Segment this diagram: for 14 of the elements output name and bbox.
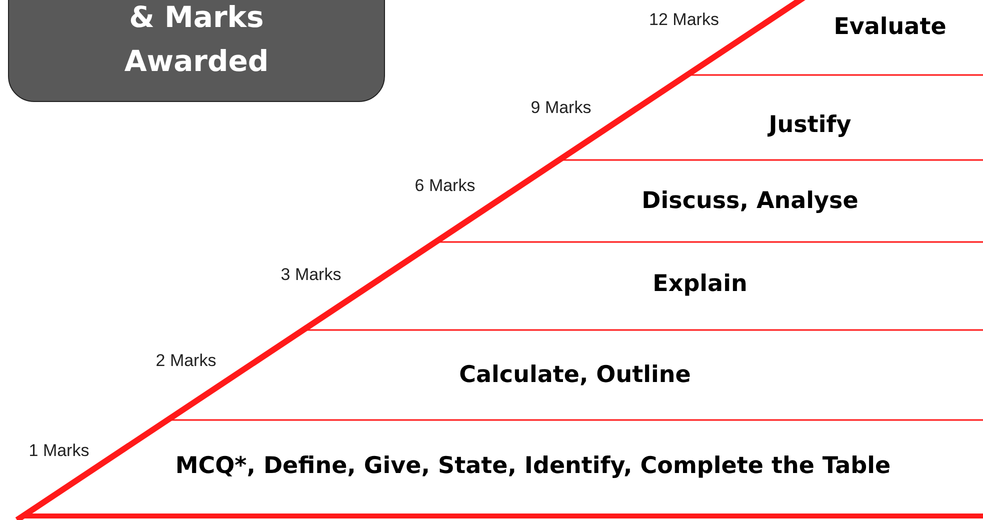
marks-label: 3 Marks <box>280 265 342 285</box>
title-text: & Marks Awarded <box>123 0 270 80</box>
title-box <box>8 0 385 102</box>
command-word-text: Evaluate <box>834 14 946 40</box>
marks-label: 1 Marks <box>28 441 90 461</box>
command-word-text: Justify <box>768 112 852 138</box>
command-word-text: Explain <box>652 271 748 297</box>
marks-label: 9 Marks <box>530 98 592 118</box>
command-word-text: Calculate, Outline <box>459 362 691 388</box>
command-word-text: MCQ*, Define, Give, State, Identify, Complete the Table <box>175 453 891 479</box>
marks-label: 2 Marks <box>156 351 216 371</box>
command-word-text: Discuss, Analyse <box>642 188 858 214</box>
marks-label: 6 Marks <box>414 176 476 196</box>
marks-label: 12 Marks <box>649 10 719 30</box>
